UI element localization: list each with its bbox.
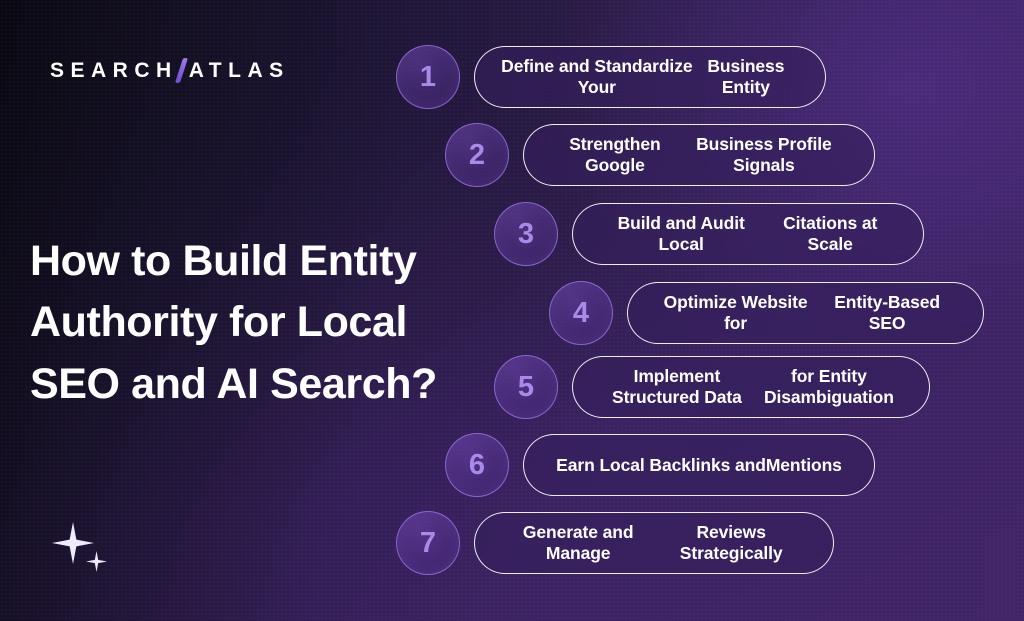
step-number-badge: 6 [445, 433, 509, 497]
step-label-line-2: Mentions [765, 454, 842, 475]
step-label-line-1: Strengthen Google [569, 134, 661, 175]
step-label-line-2: Business Entity [707, 56, 785, 97]
step-number-badge: 3 [494, 202, 558, 266]
page-title-line-2: Authority for Local [30, 298, 408, 347]
step-number: 3 [517, 217, 535, 250]
step-label-line-2: Reviews Strategically [679, 522, 783, 563]
step-label-line-1: Optimize Website for [663, 292, 808, 333]
step-label-line-2: Business Profile Signals [696, 134, 832, 175]
list-item: 7 Generate and Manage Reviews Strategica… [396, 511, 834, 575]
list-item: 4 Optimize Website for Entity-Based SEO [549, 281, 984, 345]
step-number: 1 [419, 60, 437, 93]
list-item: 3 Build and Audit Local Citations at Sca… [494, 202, 924, 266]
step-label-line-1: Generate and Manage [522, 522, 634, 563]
brand-name-right: ATLAS [188, 58, 290, 82]
step-number-badge: 5 [494, 355, 558, 419]
step-number-badge: 4 [549, 281, 613, 345]
step-number: 6 [468, 448, 486, 481]
step-number: 7 [419, 526, 437, 559]
step-number: 2 [468, 138, 486, 171]
step-label-pill[interactable]: Optimize Website for Entity-Based SEO [627, 282, 984, 344]
brand-logo: SEARCH ATLAS [50, 58, 290, 83]
step-label-line-2: for Entity Disambiguation [763, 366, 894, 407]
step-number: 5 [517, 370, 535, 403]
brand-name-left: SEARCH [50, 58, 178, 82]
step-label-pill[interactable]: Implement Structured Data for Entity Dis… [572, 356, 930, 418]
list-item: 6 Earn Local Backlinks and Mentions [445, 433, 875, 497]
step-label-pill[interactable]: Generate and Manage Reviews Strategicall… [474, 512, 834, 574]
page-title: How to Build Entity Authority for Local … [30, 231, 500, 415]
step-number-badge: 7 [396, 511, 460, 575]
step-number: 4 [572, 296, 590, 329]
step-label-line-1: Build and Audit Local [617, 213, 745, 254]
step-number-badge: 2 [445, 123, 509, 187]
step-label-pill[interactable]: Define and Standardize Your Business Ent… [474, 46, 826, 108]
step-label-line-2: Citations at Scale [783, 213, 878, 254]
step-label-pill[interactable]: Earn Local Backlinks and Mentions [523, 434, 875, 496]
step-label-pill[interactable]: Build and Audit Local Citations at Scale [572, 203, 924, 265]
step-label-pill[interactable]: Strengthen Google Business Profile Signa… [523, 124, 875, 186]
page-title-line-1: How to Build Entity [30, 236, 417, 285]
step-label-line-2: Entity-Based SEO [834, 292, 940, 333]
list-item: 1 Define and Standardize Your Business E… [396, 45, 826, 109]
step-label-line-1: Implement Structured Data [612, 366, 742, 407]
step-label-line-1: Earn Local Backlinks and [556, 454, 766, 475]
list-item: 5 Implement Structured Data for Entity D… [494, 355, 930, 419]
list-item: 2 Strengthen Google Business Profile Sig… [445, 123, 875, 187]
step-number-badge: 1 [396, 45, 460, 109]
page-title-line-3: SEO and AI Search? [30, 359, 437, 408]
sparkle-decoration [48, 518, 118, 580]
step-label-line-1: Define and Standardize Your [501, 56, 693, 97]
